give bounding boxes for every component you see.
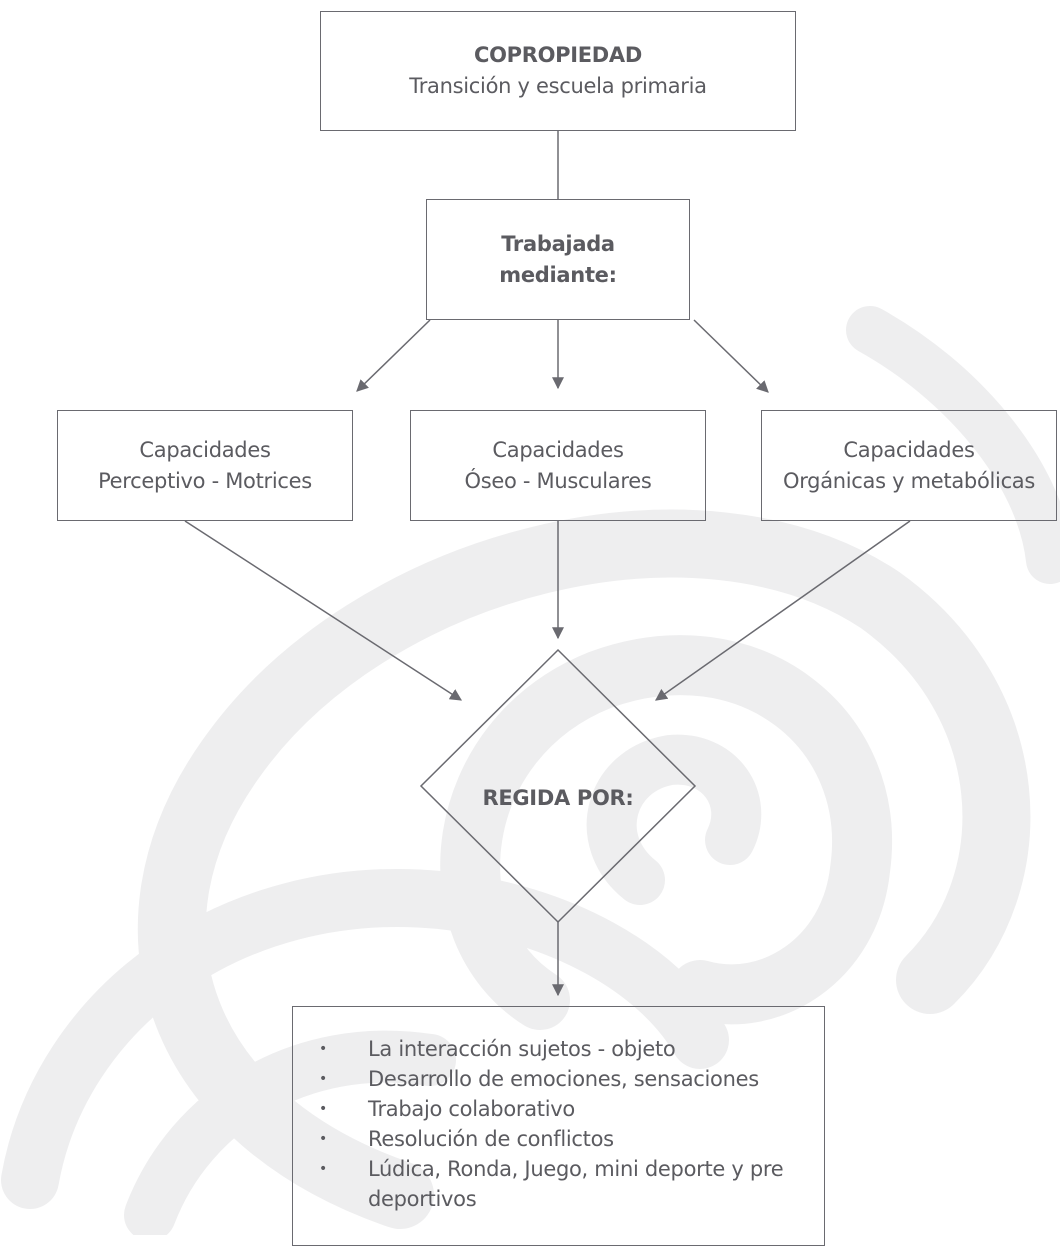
list-item: • Resolución de conflictos [315,1124,815,1154]
capacity-heading: Capacidades [492,437,624,462]
list-item-text: La interacción sujetos - objeto [368,1037,676,1061]
capacity-box-oseo-musculares: Capacidades Óseo - Musculares [410,410,706,521]
arrow-left-to-diamond [184,520,463,701]
list-item: • Lúdica, Ronda, Juego, mini deporte y pr… [315,1154,815,1214]
capacity-heading: Capacidades [139,437,271,462]
list-item-text: Lúdica, Ronda, Juego, mini deporte y pre… [368,1157,784,1211]
capacity-type: Perceptivo - Motrices [98,468,312,493]
mediante-label: mediante: [499,262,617,287]
list-item-text: Desarrollo de emociones, sensaciones [368,1067,759,1091]
bullet-icon: • [319,1161,327,1177]
list-item: • La interacción sujetos - objeto [315,1034,815,1064]
trabajada-mediante-box: Trabajada mediante: [426,199,690,320]
copropiedad-subtitle: Transición y escuela primaria [409,74,707,98]
capacity-box-organicas-metabolicas: Capacidades Orgánicas y metabólicas [761,410,1057,521]
arrow-mid-to-right [693,319,769,393]
capacity-heading: Capacidades [843,437,975,462]
copropiedad-title: COPROPIEDAD [473,43,643,67]
bullet-icon: • [319,1071,327,1087]
copropiedad-box: COPROPIEDAD Transición y escuela primari… [320,11,796,131]
list-item-text: Resolución de conflictos [368,1127,614,1151]
list-item: • Desarrollo de emociones, sensaciones [315,1064,815,1094]
bullet-icon: • [319,1101,327,1117]
principles-list: • La interacción sujetos - objeto • Desarr… [315,1034,815,1214]
trabajada-label: Trabajada [501,231,615,256]
capacity-box-perceptivo-motrices: Capacidades Perceptivo - Motrices [57,410,353,521]
capacity-type: Óseo - Musculares [464,468,652,493]
capacity-type: Orgánicas y metabólicas [782,468,1036,493]
regida-por-label: REGIDA POR: [482,786,634,810]
bullet-icon: • [319,1131,327,1147]
principles-box: • La interacción sujetos - objeto • Desarr… [292,1006,825,1246]
list-item: • Trabajo colaborativo [315,1094,815,1124]
arrow-right-to-diamond [655,520,911,701]
bullet-icon: • [319,1041,327,1057]
list-item-text: Trabajo colaborativo [368,1097,575,1121]
arrow-mid-to-left [356,319,431,392]
